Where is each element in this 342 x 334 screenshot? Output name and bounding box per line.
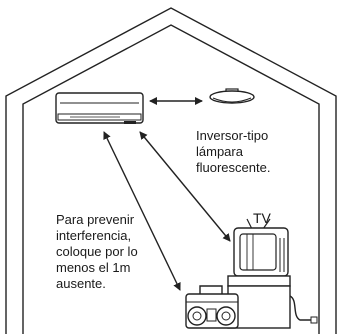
television-icon <box>233 218 289 277</box>
lamp-label: Inversor-tipo lámpara fluorescente. <box>196 128 271 175</box>
air-conditioner-icon <box>55 92 144 124</box>
tv-stand <box>227 275 318 329</box>
tv-label: TV <box>253 210 271 226</box>
interference-advice-label: Para prevenir interferencia, coloque por… <box>56 212 138 291</box>
house-outline <box>5 7 337 334</box>
ac-radio-arrow <box>103 131 181 291</box>
ceiling-lamp-icon <box>209 88 255 104</box>
boombox-icon <box>185 285 239 329</box>
